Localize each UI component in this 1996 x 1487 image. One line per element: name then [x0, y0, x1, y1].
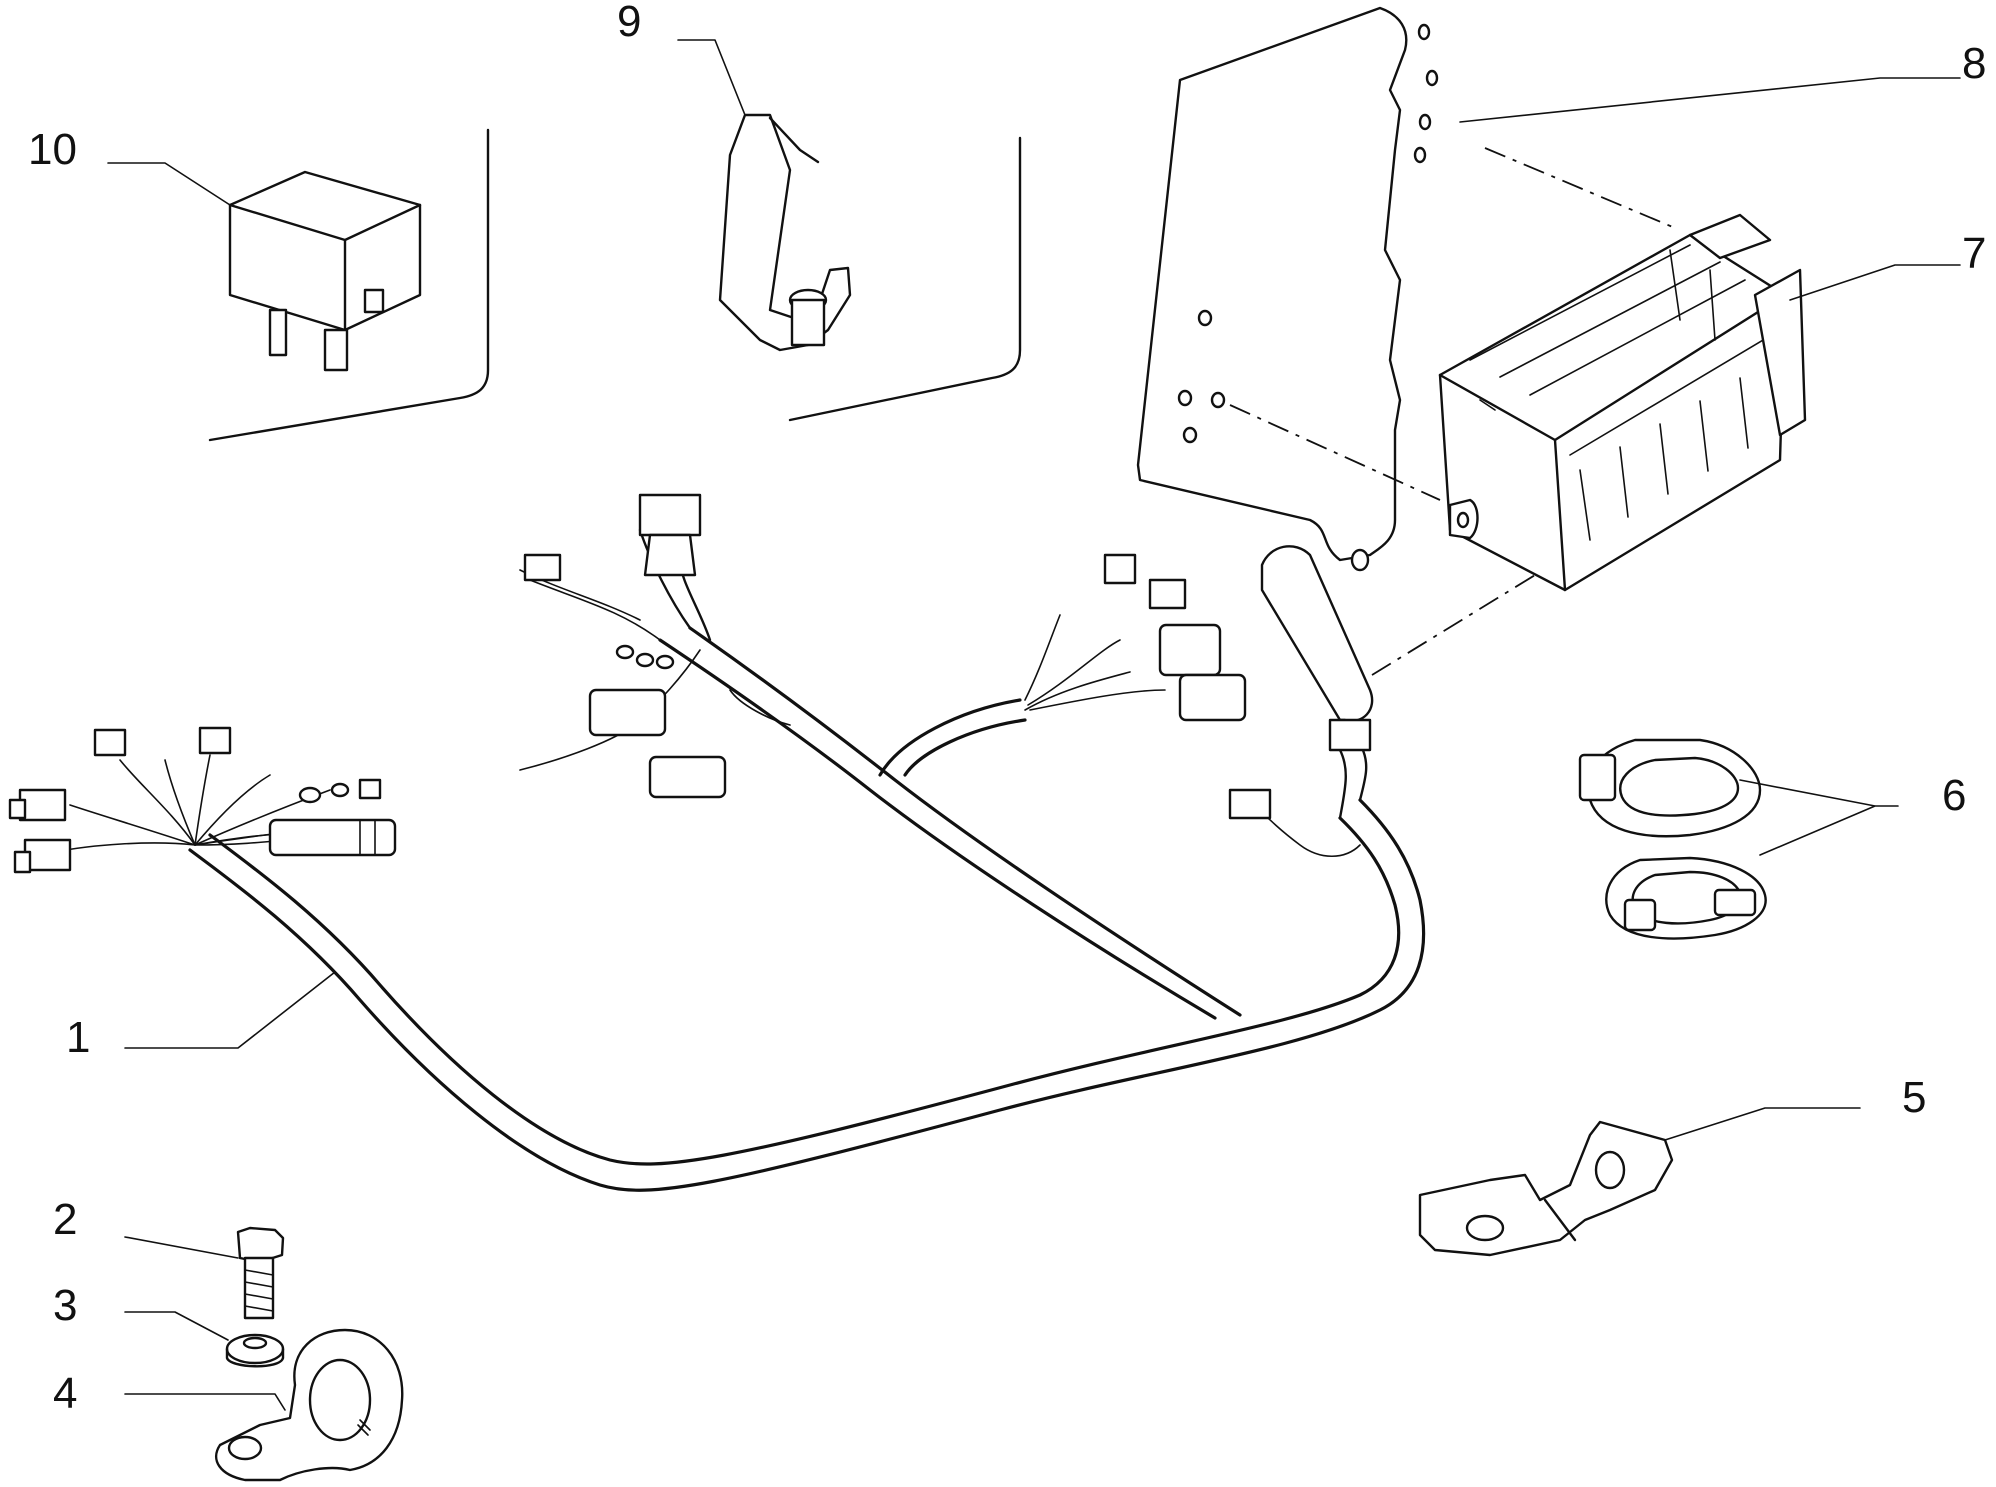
connector-left-3: [93, 728, 127, 757]
leader-2: [124, 1236, 239, 1259]
leader-3: [124, 1311, 229, 1341]
leader-10: [107, 162, 231, 206]
callout-6: 6: [1942, 771, 1966, 820]
callout-labels: 1 2 3 4 5 6 7 8 9 10: [28, 0, 1986, 1418]
connector-center-1: [523, 553, 562, 582]
callout-5: 5: [1902, 1073, 1926, 1122]
callout-7: 7: [1962, 229, 1986, 278]
connector-left-4: [198, 726, 232, 755]
clips: [1578, 738, 1767, 940]
connector-right-1: [1103, 553, 1137, 585]
callout-8: 8: [1962, 39, 1986, 88]
connector-right-4: [1178, 673, 1247, 722]
connector-right-3: [1158, 623, 1222, 677]
connector-center-3: [588, 688, 667, 737]
callout-4: 4: [53, 1369, 77, 1418]
ecu-harness-connector: [1260, 545, 1374, 723]
relay: [208, 128, 490, 442]
ecu-module: [1438, 213, 1807, 592]
leader-1: [124, 971, 336, 1049]
harness-connectors: [8, 493, 1374, 874]
callout-1: 1: [66, 1013, 90, 1062]
callout-3: 3: [53, 1281, 77, 1330]
mounting-plate: [1136, 6, 1676, 676]
callout-10: 10: [28, 125, 77, 174]
connector-sensor: [1228, 788, 1272, 820]
leader-7: [1789, 264, 1961, 301]
bracket-5: [1418, 1120, 1674, 1257]
leader-5: [1664, 1107, 1861, 1141]
callout-9: 9: [617, 0, 641, 46]
leader-8: [1459, 77, 1961, 123]
connector-right-2: [1148, 578, 1187, 610]
connector-left-5: [268, 818, 397, 857]
leader-6: [1739, 779, 1899, 856]
leader-9: [677, 39, 746, 116]
connector-center-4: [648, 755, 727, 799]
connector-left-1: [18, 788, 67, 822]
connector-left-2: [23, 838, 72, 872]
leader-lines: [107, 39, 1961, 1411]
bracket-9: [718, 113, 1022, 422]
callout-2: 2: [53, 1195, 77, 1244]
bolt: [236, 1226, 285, 1320]
clamp: [214, 1328, 404, 1482]
connector-center-2: [638, 493, 702, 537]
leader-4: [124, 1393, 286, 1411]
washer: [225, 1333, 285, 1368]
